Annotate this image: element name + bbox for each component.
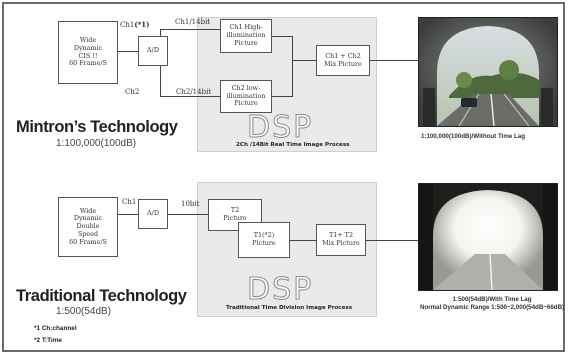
top-low-to-mix-h — [272, 96, 292, 97]
top-dsp-label: DSP — [246, 110, 314, 145]
bottom-mix-to-photo-line — [366, 240, 418, 241]
top-ch1-label: Ch1(*1) — [120, 20, 149, 29]
top-ad-ch1-v — [160, 29, 161, 36]
bottom-source-box: Wide Dynamic Double Speed 60 Frame/S — [58, 197, 118, 257]
bottom-ad-box: A/D — [138, 199, 168, 229]
bottom-t1-to-mix-line — [290, 240, 316, 241]
bottom-dsp-label: DSP — [246, 272, 314, 307]
top-ch2-14bit-label: Ch2/14bit — [176, 88, 212, 96]
top-ch1-marker: (*1) — [134, 20, 150, 29]
top-dsp-caption: 2Ch /14Bit Real Time Image Process — [236, 142, 350, 148]
note-time: *2 T:Time — [34, 337, 62, 344]
top-ad-ch1-h — [160, 29, 220, 30]
bottom-bit-label: 10bit — [181, 200, 200, 208]
bottom-title: Traditional Technology — [16, 287, 187, 305]
top-ad-ch2-v — [160, 66, 161, 96]
top-ad-box: A/D — [138, 36, 168, 66]
top-ad-ch2-h — [160, 96, 220, 97]
bottom-photo-caption-line1: 1:500(54dB)/With Time Lag — [452, 296, 532, 303]
bottom-mix-box: T1+ T2 Mix Picture — [316, 224, 366, 256]
top-merge-to-mix-h — [292, 60, 316, 61]
top-high-to-mix-h — [272, 36, 292, 37]
top-high-illumination-box: Ch1 High- illumination Picture — [220, 19, 272, 53]
top-ch1-14bit-label: Ch1/14bit — [175, 18, 211, 26]
top-source-box: Wide Dynamic CIS !! 60 Frame/S — [58, 21, 118, 84]
top-tunnel-photo — [418, 17, 558, 127]
top-title: Mintron’s Technology — [16, 118, 178, 136]
bottom-src-to-ad-line — [118, 214, 138, 215]
bottom-subtitle: 1:500(54dB) — [56, 306, 112, 317]
bottom-photo-caption-line2: Normal Dynamic Range 1:500~2,000(54dB~66… — [420, 304, 565, 312]
top-merge-v — [292, 36, 293, 97]
bottom-dsp-caption: Traditional Time Division Image Process — [226, 305, 353, 311]
top-ch1-label-text: Ch1 — [120, 21, 135, 29]
top-src-to-ad-line — [118, 51, 138, 52]
top-subtitle: 1:100,000(100dB) — [56, 138, 137, 149]
bottom-tunnel-photo — [418, 183, 558, 291]
top-low-illumination-box: Ch2 low- illumination Picture — [220, 80, 272, 113]
bottom-ad-to-t2-line — [168, 214, 208, 215]
note-channel: *1 Ch:channel — [34, 325, 77, 332]
top-photo-caption: 1:100,000(100dB)/Without Time Lag — [421, 133, 526, 140]
top-ch2-label: Ch2 — [125, 88, 140, 96]
bottom-photo-caption: 1:500(54dB)/With Time Lag Normal Dynamic… — [420, 296, 564, 313]
top-mix-box: Ch1 + Ch2 Mix Picture — [316, 45, 370, 76]
top-mix-to-photo-line — [370, 60, 418, 61]
bottom-t1-box: T1(*2) Picture — [238, 222, 290, 258]
bottom-ch1-label: Ch1 — [122, 198, 137, 206]
